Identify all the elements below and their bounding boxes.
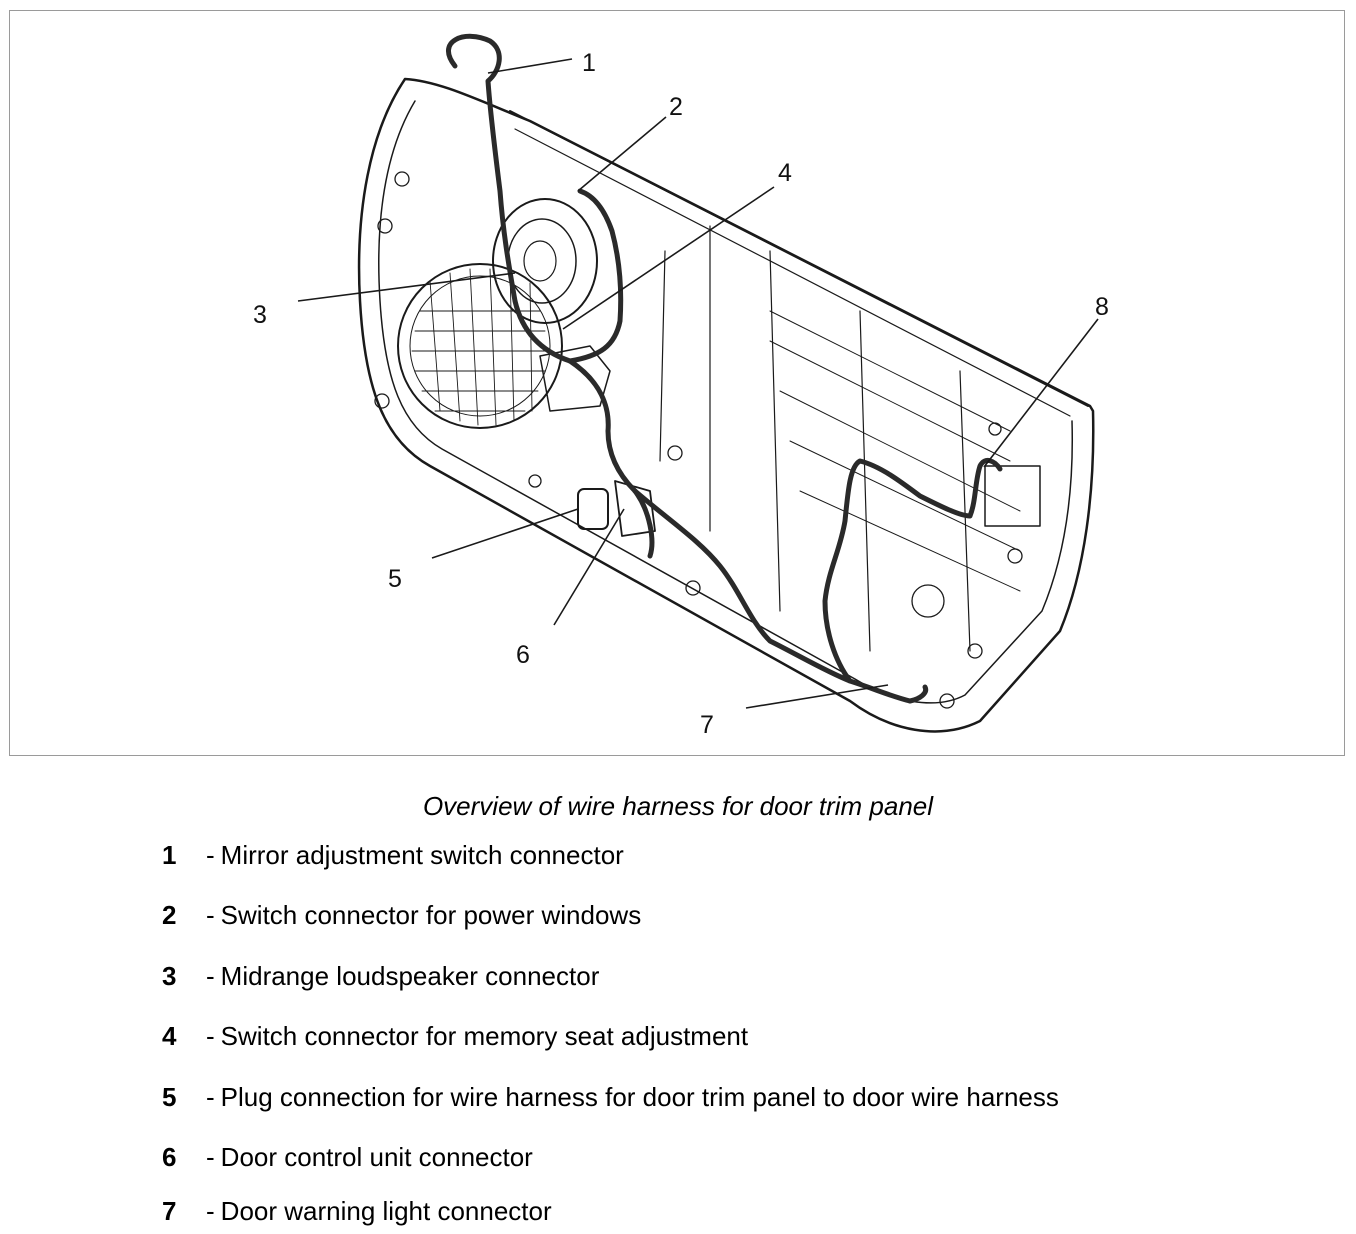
legend-number: 5	[162, 1082, 177, 1112]
leader-line-6	[553, 508, 625, 626]
legend-text: Door control unit connector	[220, 1142, 533, 1172]
legend-number: 7	[162, 1196, 177, 1226]
leader-line-1	[487, 58, 573, 74]
legend-item: 1-Mirror adjustment switch connector	[162, 838, 624, 872]
leader-line-4	[562, 186, 775, 330]
legend-separator: -	[206, 900, 215, 930]
figure-caption: Overview of wire harness for door trim p…	[422, 791, 934, 821]
legend-separator: -	[206, 1021, 215, 1051]
leader-line-5	[431, 508, 579, 559]
legend-text: Midrange loudspeaker connector	[220, 961, 600, 991]
legend-item: 3-Midrange loudspeaker connector	[162, 959, 599, 993]
legend-separator: -	[206, 840, 215, 870]
callout-3: 3	[253, 301, 267, 329]
legend-separator: -	[206, 1142, 215, 1172]
leader-line-8	[983, 318, 1099, 468]
figure-frame: 1 2 3 4 5 6 7 8	[9, 10, 1345, 756]
legend-separator: -	[206, 961, 215, 991]
legend-text: Plug connection for wire harness for doo…	[220, 1082, 1059, 1112]
leader-line-7	[745, 684, 889, 709]
legend-number: 1	[162, 840, 177, 870]
callout-2: 2	[669, 93, 683, 121]
door-harness-diagram: 1 2 3 4 5 6 7 8	[253, 33, 1109, 739]
legend-text: Switch connector for memory seat adjustm…	[220, 1021, 749, 1051]
leader-line-3	[297, 272, 516, 302]
door-panel-outline	[357, 77, 1095, 733]
legend-text: Switch connector for power windows	[220, 900, 642, 930]
legend-item: 5-Plug connection for wire harness for d…	[162, 1080, 1059, 1114]
callout-8: 8	[1095, 293, 1109, 321]
callout-1: 1	[582, 49, 596, 77]
callout-5: 5	[388, 565, 402, 593]
legend-number: 4	[162, 1021, 177, 1051]
legend-item: 7-Door warning light connector	[162, 1194, 552, 1228]
leader-line-2	[577, 116, 667, 192]
legend-item: 4-Switch connector for memory seat adjus…	[162, 1019, 748, 1053]
legend-number: 3	[162, 961, 177, 991]
legend-separator: -	[206, 1082, 215, 1112]
callout-6: 6	[516, 641, 530, 669]
legend-text: Mirror adjustment switch connector	[220, 840, 624, 870]
legend-number: 6	[162, 1142, 177, 1172]
legend-item: 2-Switch connector for power windows	[162, 898, 641, 932]
legend-number: 2	[162, 900, 177, 930]
callout-7: 7	[700, 711, 714, 739]
callout-4: 4	[778, 159, 792, 187]
legend-text: Door warning light connector	[220, 1196, 552, 1226]
legend-item: 6-Door control unit connector	[162, 1140, 533, 1174]
legend-separator: -	[206, 1196, 215, 1226]
